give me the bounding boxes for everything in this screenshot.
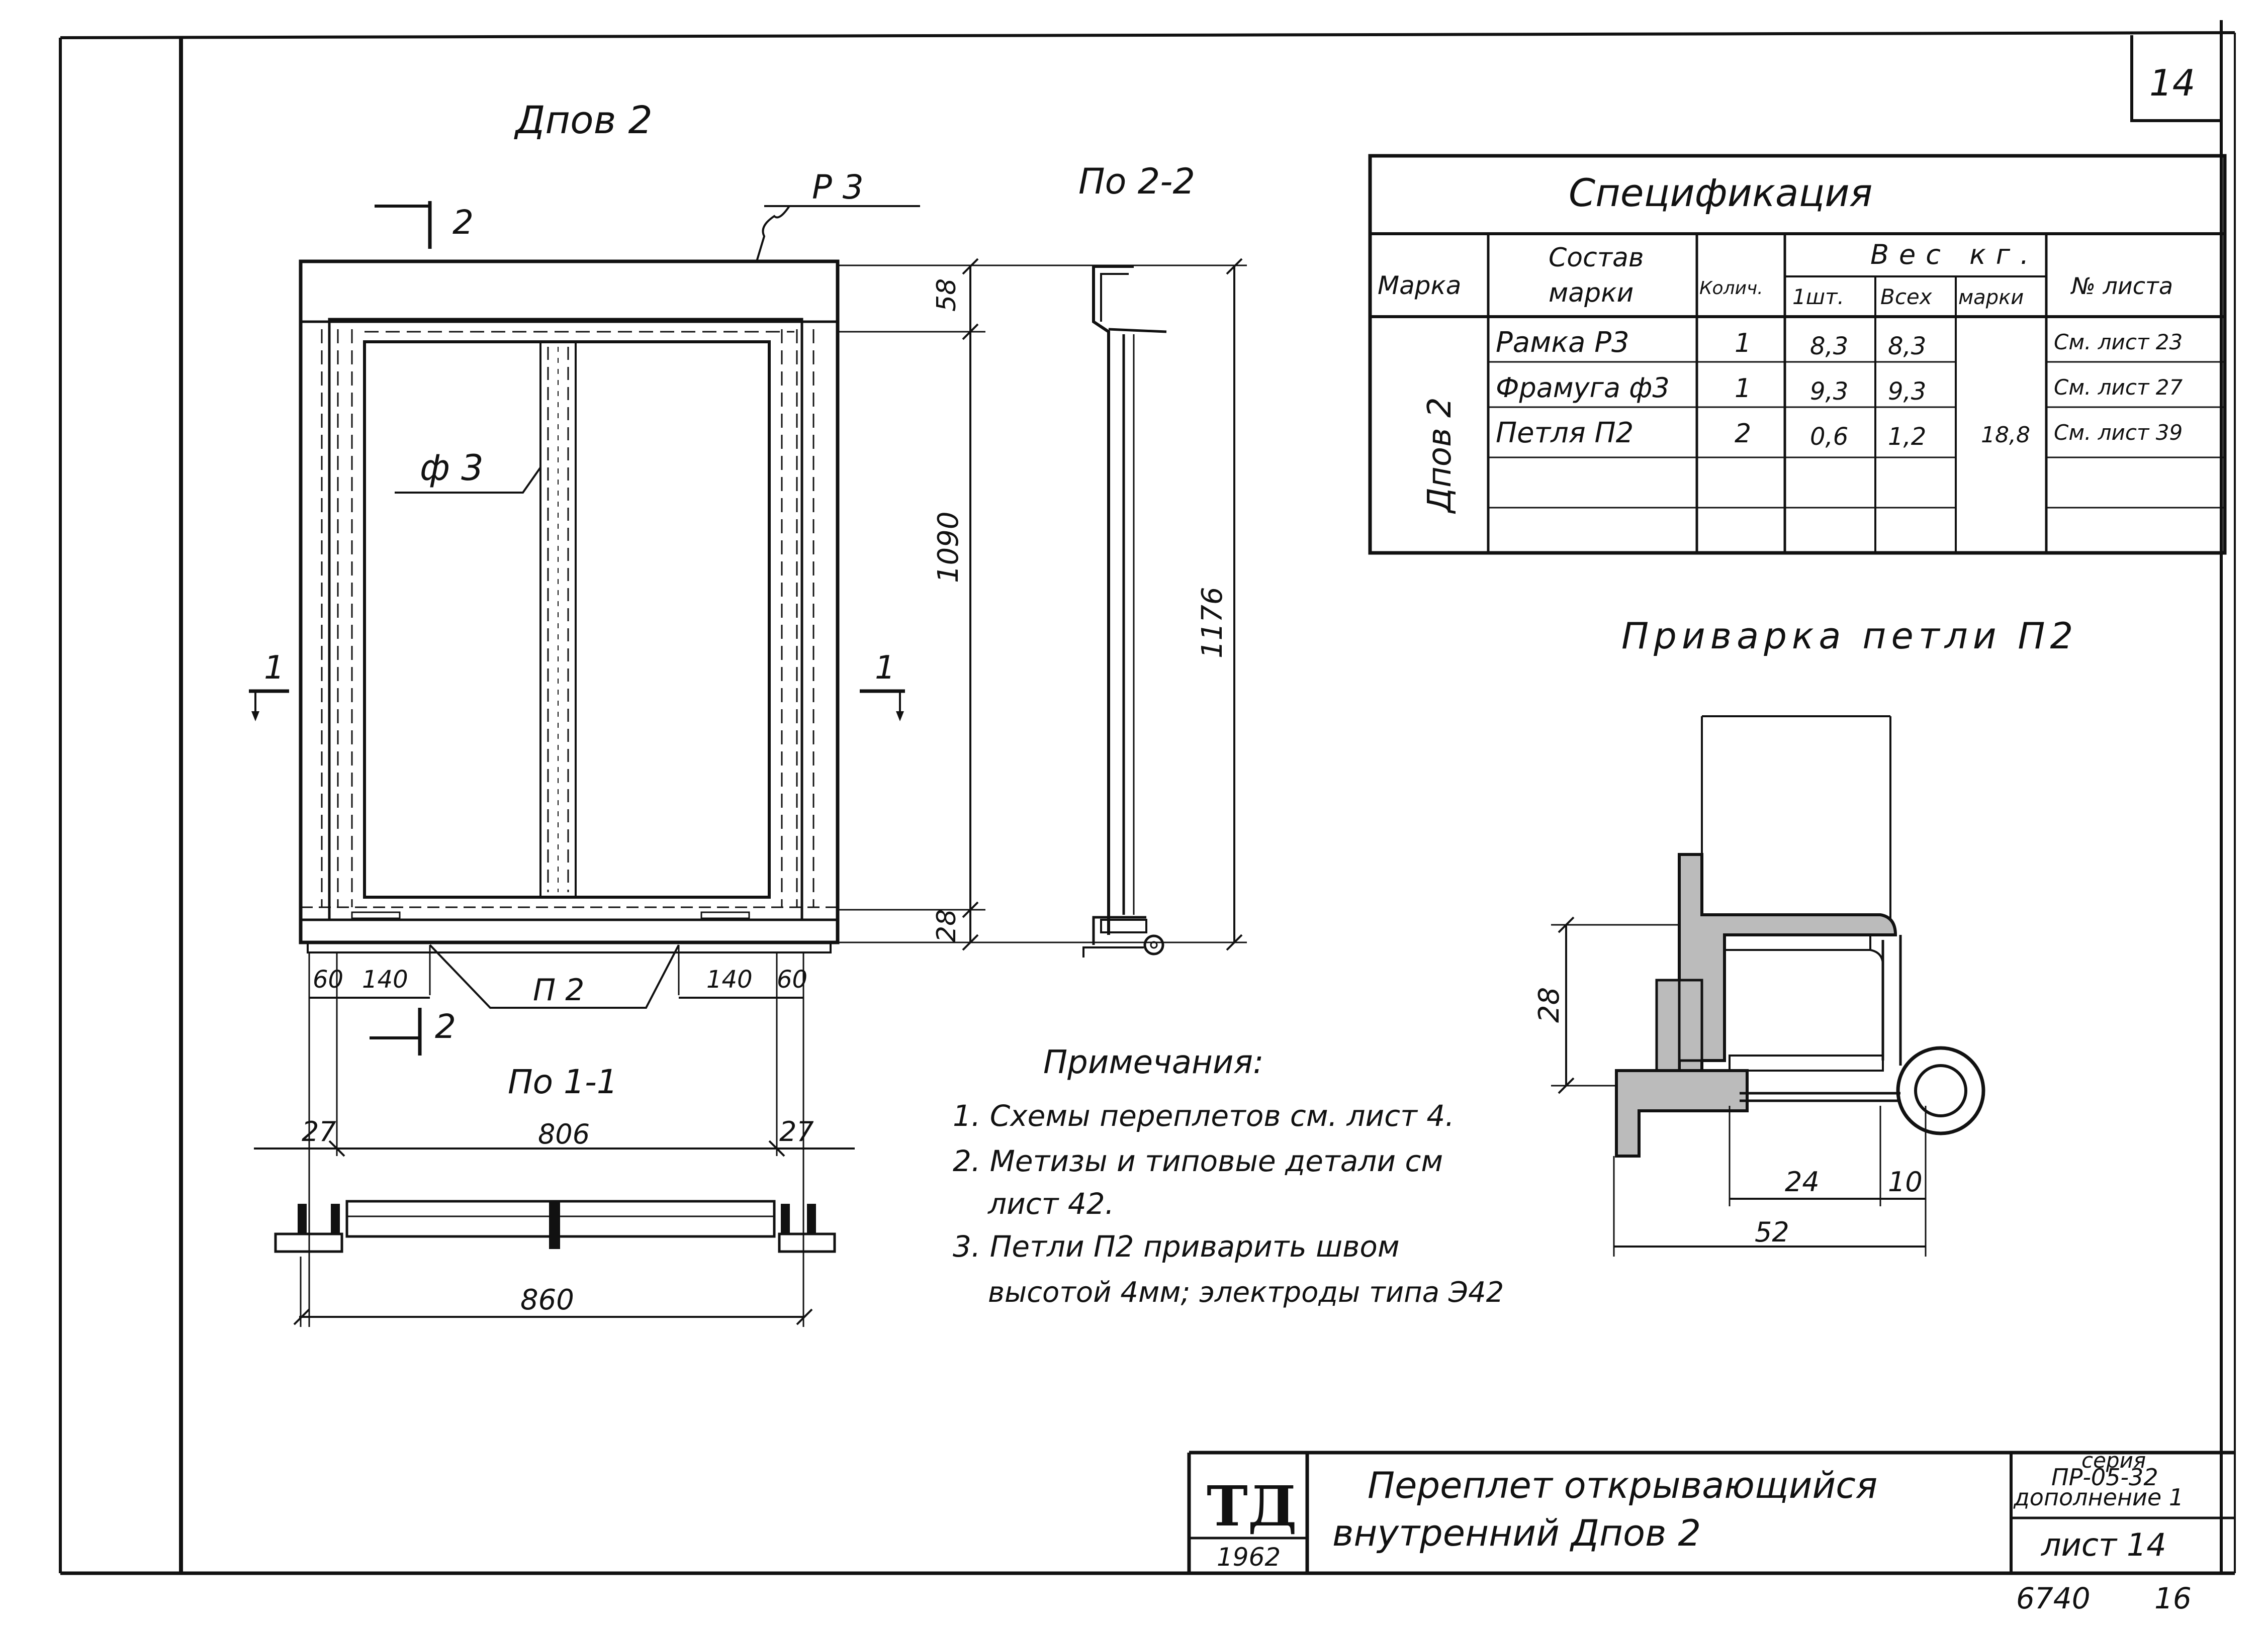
transom-f3-label: ф 3 — [395, 447, 541, 494]
spec-header-composition-1: Состав — [1549, 243, 1644, 273]
section-mark-2-top-num: 2 — [452, 203, 474, 242]
title-name-1: Переплет открывающийся — [1368, 1464, 1877, 1506]
spec-total-mark-weight: 18,8 — [1981, 422, 2030, 448]
window-elevation — [299, 259, 840, 953]
note-line-2: 2. Метизы и типовые детали см — [953, 1144, 1443, 1178]
weld-dim-10: 10 — [1888, 1166, 1923, 1198]
spec-header-w-mark: марки — [1958, 286, 2024, 309]
spec-row-1-name: Рамка Р3 — [1496, 326, 1629, 359]
specification-table: Спецификация Марка Состав марки Колич. В… — [1368, 154, 2227, 555]
section-mark-2-bottom: 2 — [370, 1007, 456, 1056]
footer-archive-number: 6740 — [2016, 1581, 2091, 1615]
section-1-1: По 1-1 27 806 27 860 — [254, 1063, 855, 1327]
sheet-number-box: 14 — [2130, 35, 2221, 122]
spec-row-3-w-all: 1,2 — [1888, 423, 1926, 451]
spec-row-2-qty: 1 — [1735, 373, 1751, 404]
series-number: ПР-05-32 — [2051, 1464, 2158, 1491]
dim-27-right: 27 — [779, 1116, 814, 1147]
spec-header-weight: Вес кг. — [1870, 239, 2039, 270]
spec-header-w-all: Всех — [1880, 284, 1933, 309]
frame-p3-text: Р 3 — [812, 168, 864, 207]
note-line-5: высотой 4мм; электроды типа Э42 — [988, 1276, 1504, 1309]
spec-mark-value: Дпов 2 — [1421, 397, 1459, 514]
weld-dim-28: 28 — [1533, 987, 1566, 1023]
dim-58: 58 — [932, 278, 962, 312]
spec-header-mark: Марка — [1378, 271, 1461, 300]
title-sheet: лист 14 — [2041, 1526, 2166, 1563]
section-mark-1-right-num: 1 — [875, 649, 895, 687]
dim-60-right: 60 — [777, 966, 807, 994]
series-supplement: дополнение 1 — [2013, 1484, 2184, 1511]
section-1-1-title: По 1-1 — [508, 1063, 618, 1101]
section-mark-1-right: 1 — [860, 649, 905, 721]
dim-140-right: 140 — [706, 966, 753, 994]
spec-row-3-sheet: См. лист 39 — [2054, 420, 2183, 445]
title-block: ТД 1962 Переплет открывающийся внутренни… — [1187, 1448, 2235, 1573]
note-line-4: 3. Петли П2 приварить швом — [953, 1229, 1400, 1264]
section-2-2: По 2-2 — [1078, 161, 1195, 958]
section-mark-2-top: 2 — [375, 201, 474, 249]
weld-detail: Приварка петли П2 28 24 10 52 — [1533, 615, 2078, 1257]
spec-row-1-w-one: 8,3 — [1810, 332, 1848, 360]
section-2-2-title: По 2-2 — [1078, 161, 1195, 202]
spec-row-1-sheet: См. лист 23 — [2054, 330, 2183, 354]
note-line-1: 1. Схемы переплетов см. лист 4. — [953, 1099, 1455, 1133]
transom-f3-text: ф 3 — [420, 447, 484, 489]
spec-header-qty: Колич. — [1699, 278, 1763, 299]
spec-header-sheet-no: № листа — [2070, 272, 2173, 300]
sheet-frame — [59, 20, 2236, 1575]
spec-row-2-name: Фрамуга ф3 — [1496, 372, 1670, 404]
note-line-3: лист 42. — [987, 1187, 1114, 1221]
logo-td: ТД — [1207, 1474, 1297, 1539]
section-mark-1-left-num: 1 — [264, 649, 285, 687]
weld-dim-52: 52 — [1755, 1216, 1789, 1248]
spec-header-composition-2: марки — [1549, 278, 1634, 308]
section-mark-1-left: 1 — [249, 649, 289, 721]
spec-row-3-qty: 2 — [1735, 419, 1751, 449]
dim-60-left: 60 — [313, 966, 343, 994]
section-mark-2-bottom-num: 2 — [435, 1007, 456, 1046]
weld-detail-title: Приварка петли П2 — [1621, 615, 2078, 657]
dim-28-main: 28 — [932, 909, 962, 942]
hinge-p2-label: П 2 — [533, 973, 584, 1008]
spec-row-3-w-one: 0,6 — [1810, 423, 1848, 451]
spec-row-2-w-all: 9,3 — [1888, 377, 1926, 406]
footer-page: 16 — [2154, 1581, 2192, 1615]
dim-1090: 1090 — [932, 511, 965, 583]
weld-dim-24: 24 — [1785, 1166, 1820, 1198]
spec-row-2-sheet: См. лист 27 — [2054, 375, 2183, 400]
dim-27-left: 27 — [302, 1116, 336, 1147]
dim-806: 806 — [538, 1118, 590, 1150]
notes: Примечания: 1. Схемы переплетов см. лист… — [953, 1044, 1504, 1309]
title-name-2: внутренний Дпов 2 — [1332, 1512, 1701, 1554]
mark-title: Дпов 2 — [514, 98, 653, 142]
frame-p3-label: Р 3 — [756, 168, 920, 262]
spec-row-2-w-one: 9,3 — [1810, 377, 1848, 406]
hinge-position-dims: 60 140 П 2 140 60 — [308, 944, 807, 1327]
spec-row-1-w-all: 8,3 — [1888, 332, 1926, 360]
dim-140-left: 140 — [362, 966, 408, 994]
title-year: 1962 — [1217, 1543, 1281, 1572]
spec-header-w-one: 1шт. — [1792, 284, 1844, 309]
sheet-number: 14 — [2149, 62, 2196, 104]
height-dimensions: 58 1090 28 1176 — [838, 258, 1247, 951]
series-label: серия — [2081, 1448, 2146, 1473]
dim-1176: 1176 — [1196, 587, 1229, 658]
spec-title: Спецификация — [1569, 170, 1872, 215]
dim-860: 860 — [520, 1284, 574, 1316]
notes-title: Примечания: — [1043, 1044, 1264, 1081]
spec-row-3-name: Петля П2 — [1496, 417, 1634, 449]
spec-row-1-qty: 1 — [1735, 328, 1751, 358]
